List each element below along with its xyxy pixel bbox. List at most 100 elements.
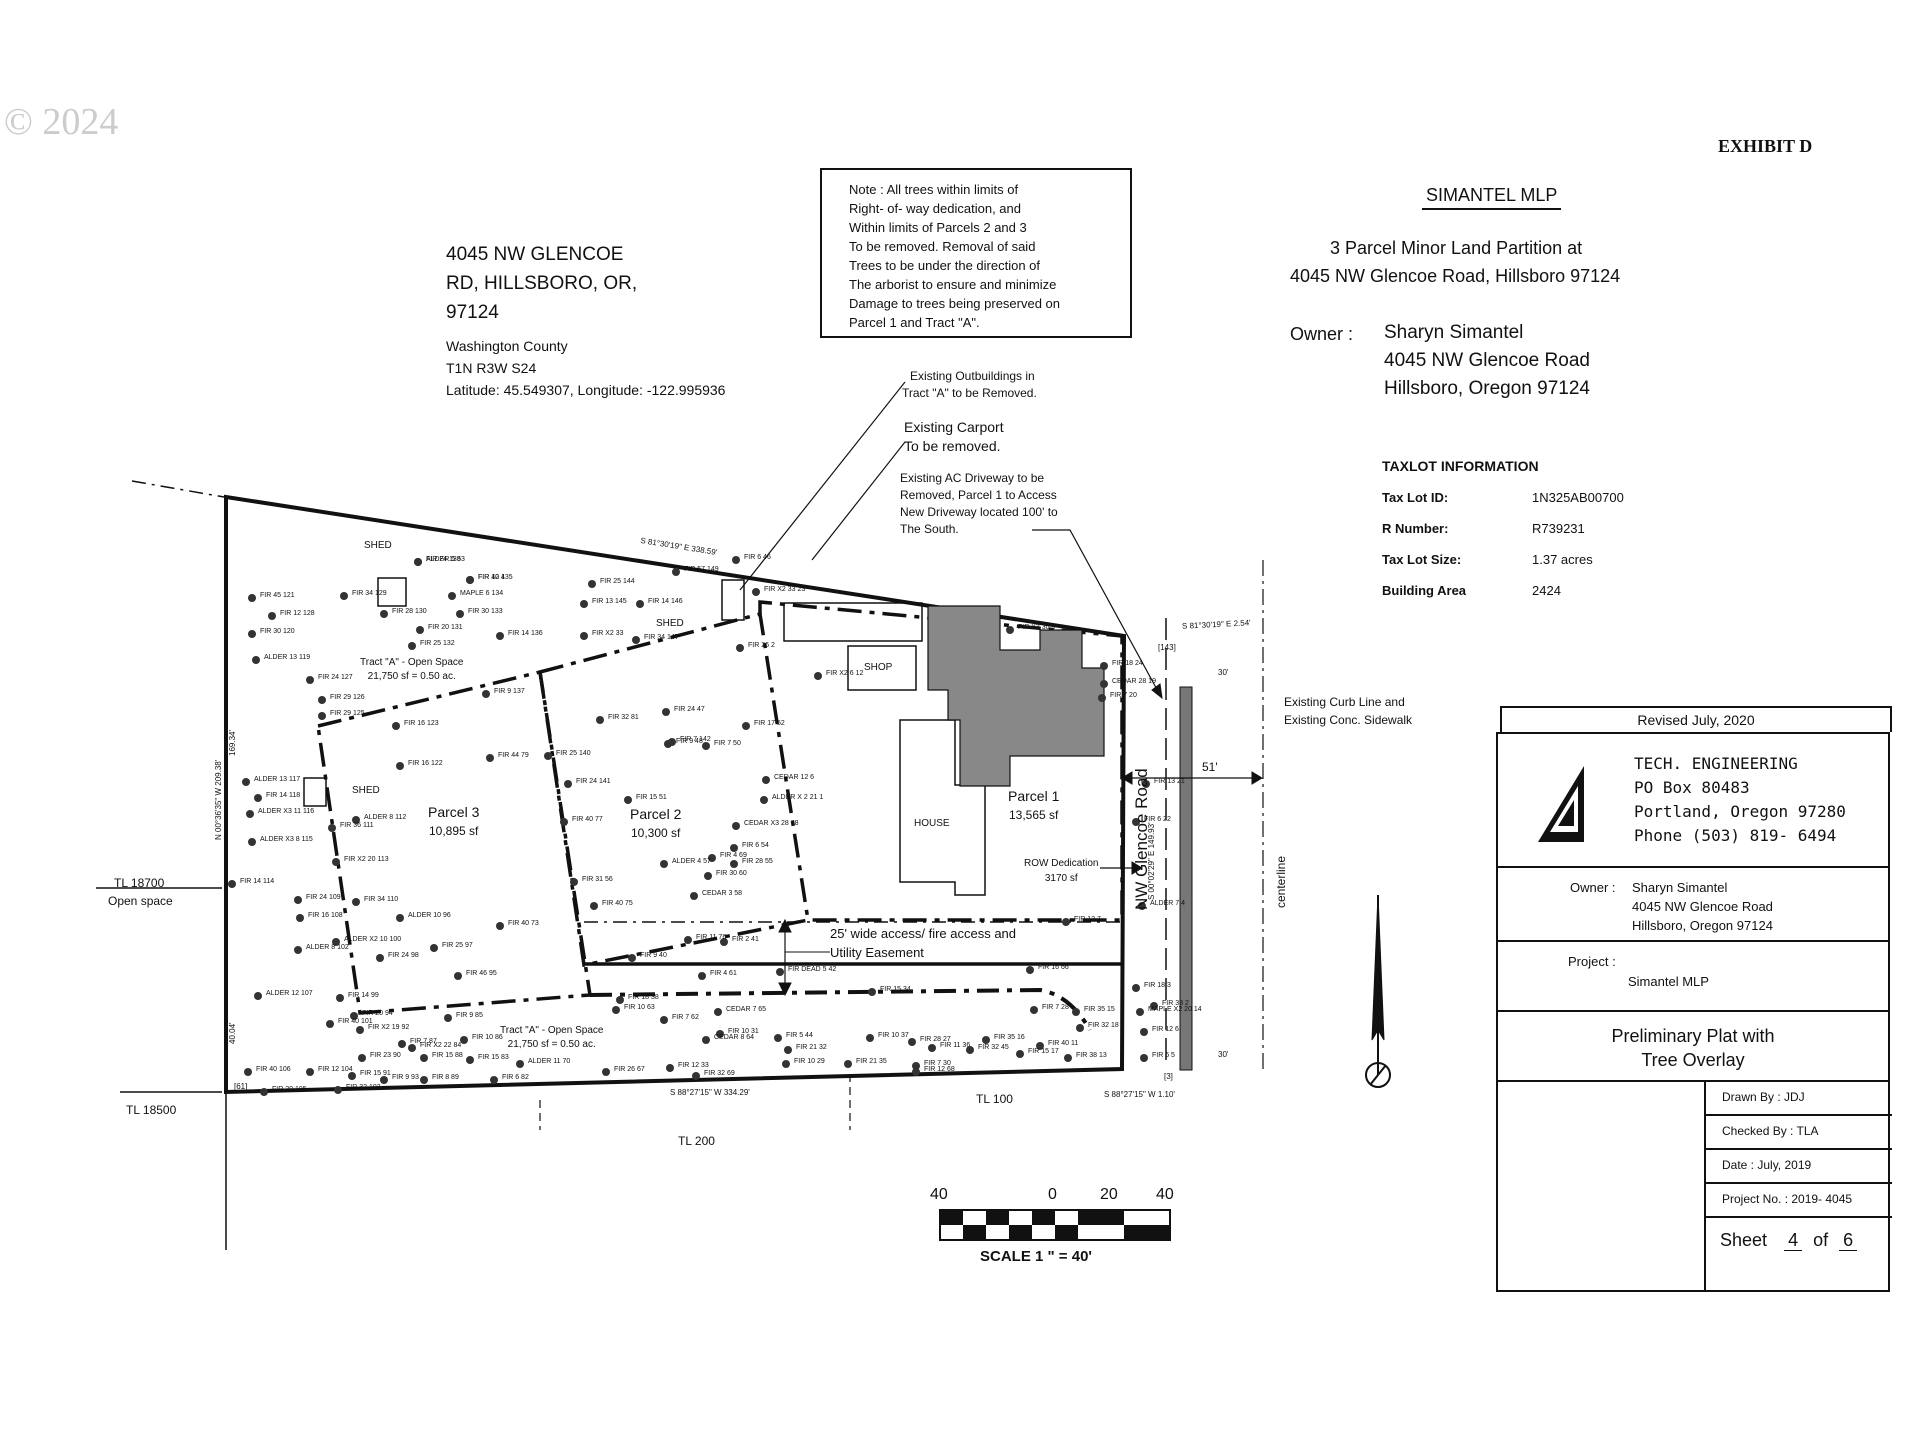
parcel-area: 10,895 sf [428,824,479,838]
tree-marker-icon [306,1068,314,1076]
tree-marker-icon [466,1056,474,1064]
tb-vertical [1704,1080,1706,1292]
house-footprint [899,719,986,896]
north-arrow-n1 [1369,1064,1387,1086]
callout-line: Utility Easement [830,945,924,960]
tree-label: FIR 24 141 [576,778,611,785]
header-owner-1: Sharyn Simantel [1384,322,1524,343]
tree-marker-icon [496,632,504,640]
tree-marker-icon [1100,662,1108,670]
tree-marker-icon [332,858,340,866]
tree-marker-icon [352,898,360,906]
tree-marker-icon [408,642,416,650]
tree-label: FIR 11 36 [940,1042,971,1049]
tb-plat-2: Tree Overlay [1641,1050,1745,1070]
tb-divider [1498,1010,1888,1012]
tree-label: FIR 8 89 [432,1074,459,1081]
scale-20: 20 [1100,1186,1118,1203]
tb-checked: Checked By : TLA [1722,1124,1819,1138]
boundary-extension [131,480,225,498]
tree-label: FIR X2 20 113 [344,856,389,863]
tree-marker-icon [580,632,588,640]
taxlot-label: Tax Lot Size: [1382,552,1462,567]
tree-label: FIR 17 52 [754,720,785,727]
tree-label: FIR 10 86 [472,1034,503,1041]
leader-driveway [1032,529,1161,696]
tree-marker-icon [348,1072,356,1080]
tb-divider [1498,866,1888,868]
tree-marker-icon [350,1012,358,1020]
tree-label: FIR 12 6 [1152,1026,1179,1033]
company-po: PO Box 80483 [1634,778,1750,797]
tree-marker-icon [516,1060,524,1068]
tb-divider [1498,1080,1888,1082]
note-line: Note : All trees within limits of [849,182,1019,197]
tree-marker-icon [588,580,596,588]
tree-label: FIR 29 126 [330,694,365,701]
width-51-label: 51' [1202,760,1218,774]
bearing-right: S 00°02'29" E 149.93' [1147,822,1156,900]
tree-label: FIR 29 125 [330,710,365,717]
tree-label: FIR 10 31 [728,1028,759,1035]
tree-marker-icon [912,1068,920,1076]
tree-label: FIR 35 15 [1084,1006,1115,1013]
tb-date: Date : July, 2019 [1722,1158,1812,1172]
tree-marker-icon [1136,1008,1144,1016]
revised-box: Revised July, 2020 [1500,706,1892,732]
tb-project-no: Project No. : 2019- 4045 [1722,1192,1853,1206]
tree-marker-icon [1098,694,1106,702]
tree-dots [228,556,1158,1096]
tree-label: FIR 38 13 [1076,1052,1107,1059]
tree-marker-icon [1140,1054,1148,1062]
tree-marker-icon [742,722,750,730]
tb-owner-1: Sharyn Simantel [1632,880,1728,895]
tree-label: FIR 34 110 [364,896,399,903]
tree-label: ALDER 7 4 [1150,900,1186,907]
tree-marker-icon [414,558,422,566]
tree-marker-icon [668,738,676,746]
tree-label: FIR 10 29 [794,1058,825,1065]
tree-marker-icon [690,892,698,900]
row-dedication-label: ROW Dedication 3170 sf [1024,856,1098,886]
tree-label: ALDER X3 11 116 [258,808,315,815]
tree-marker-icon [340,592,348,600]
tree-label: FIR 13 21 [1154,778,1185,785]
tree-label: FIR 28 55 [742,858,773,865]
tree-marker-icon [1062,918,1070,926]
tree-marker-icon [966,1046,974,1054]
tree-label: FIR 40 135 [478,574,513,581]
arrow-left [1121,771,1133,785]
taxlot-value: R739231 [1532,521,1585,536]
tree-label: ALDER 12 107 [266,990,313,997]
tree-label: FIR 30 133 [468,608,503,615]
tb-owner-2: 4045 NW Glencoe Road [1632,899,1773,914]
tree-label: FIR 25 132 [420,640,455,647]
tree-label: FIR 18 3 [1144,982,1171,989]
tree-marker-icon [1030,1006,1038,1014]
tree-label: FIR 10 37 [878,1032,909,1039]
project-desc-1: 3 Parcel Minor Land Partition at [1330,238,1583,258]
taxlot-label: Building Area [1382,583,1467,598]
tree-label: FIR 24 98 [388,952,419,959]
tree-label: FIR 12 128 [280,610,315,617]
tree-marker-icon [228,880,236,888]
tree-marker-icon [318,696,326,704]
parcel-name: Parcel 3 [428,804,480,820]
tree-label: FIR 24 138 [426,556,461,563]
tree-marker-icon [624,796,632,804]
tree-marker-icon [248,594,256,602]
row-label: ROW Dedication [1024,858,1099,869]
tree-marker-icon [454,972,462,980]
tree-label: FIR 34 147 [644,634,679,641]
tree-label: CEDAR 7 65 [726,1006,767,1013]
county: Washington County [446,338,568,354]
tree-label: FIR 6 54 [742,842,769,849]
tree-marker-icon [358,1054,366,1062]
tree-marker-icon [1076,1024,1084,1032]
tree-marker-icon [380,1076,388,1084]
tree-marker-icon [760,796,768,804]
callout-access: 25' wide access/ fire access and Utility… [830,924,1016,962]
address-line-1: 4045 NW GLENCOE [446,244,624,265]
tree-marker-icon [1138,902,1146,910]
tree-label: FIR 9 137 [494,688,525,695]
